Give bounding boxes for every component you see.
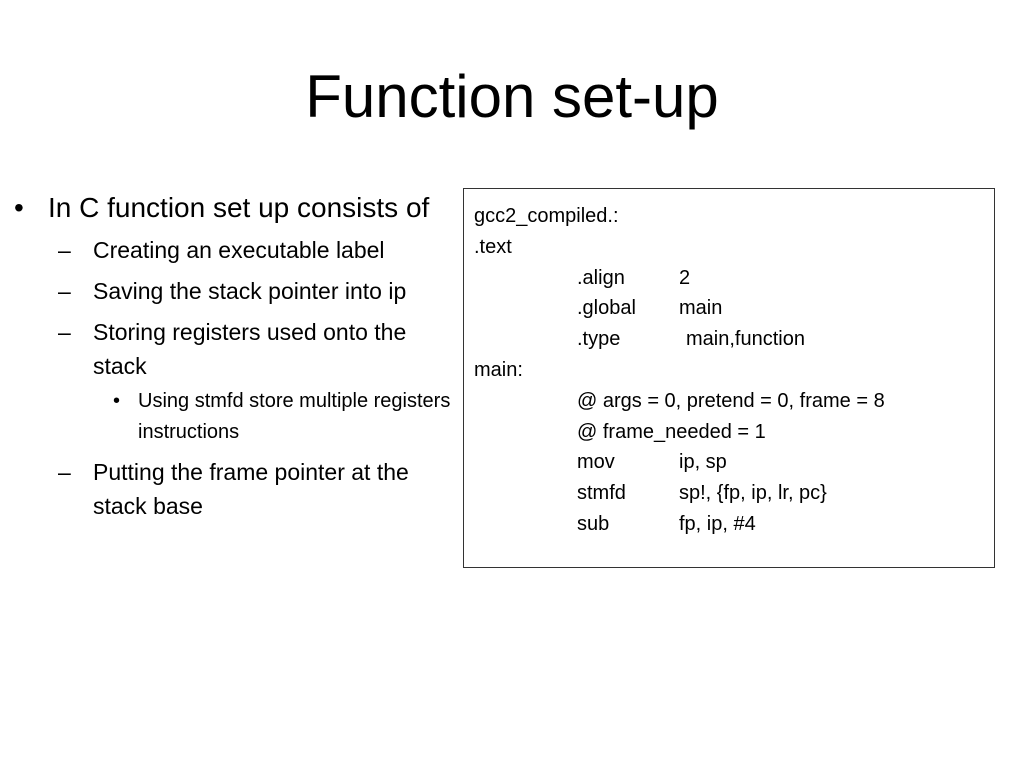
code-line: .text (474, 232, 994, 263)
code-line: mov ip, sp (474, 447, 994, 478)
sub-bullet-label: – Creating an executable label (14, 233, 454, 267)
code-line: .align 2 (474, 263, 994, 294)
bullet-marker: • (14, 192, 24, 223)
slide-title: Function set-up (305, 63, 719, 130)
code-line: sub fp, ip, #4 (474, 509, 994, 540)
code-line: main: (474, 355, 994, 386)
code-line: .type main,function (474, 324, 994, 355)
bullet-list: • In C function set up consists of – Cre… (14, 188, 454, 530)
sub-bullet-registers: – Storing registers used onto the stack (14, 315, 454, 383)
code-argument: ip, sp (679, 451, 727, 474)
code-directive: .type (577, 328, 621, 351)
bullet-main-text: In C function set up consists of (48, 192, 430, 223)
sub-bullet-text: Saving the stack pointer into ip (93, 278, 407, 304)
bullet-main: • In C function set up consists of (14, 188, 454, 227)
dash-marker: – (58, 278, 71, 304)
code-line: gcc2_compiled.: (474, 201, 994, 232)
small-bullet-marker: • (113, 390, 121, 412)
dash-marker: – (58, 459, 71, 485)
code-label: main: (474, 358, 523, 381)
sub-sub-bullet-text: Using stmfd store multiple registers ins… (138, 390, 451, 443)
sub-bullet-ip: – Saving the stack pointer into ip (14, 274, 454, 308)
code-argument: main (679, 297, 723, 320)
code-directive: .align (577, 266, 625, 289)
code-line: .global main (474, 293, 994, 324)
code-label: gcc2_compiled.: (474, 205, 619, 227)
sub-bullet-text: Putting the frame pointer at the stack b… (93, 459, 409, 519)
code-argument: main,function (686, 328, 805, 351)
code-label: .text (474, 235, 512, 258)
code-comment: @ frame_needed = 1 (577, 420, 766, 443)
code-instruction: sub (577, 512, 610, 535)
sub-bullet-text: Creating an executable label (93, 237, 385, 263)
code-box: gcc2_compiled.: .text .align 2 .global m… (463, 188, 995, 568)
sub-bullet-text: Storing registers used onto the stack (93, 319, 407, 379)
sub-sub-bullet-stmfd: • Using stmfd store multiple registers i… (14, 386, 454, 448)
code-argument: 2 (679, 266, 691, 289)
code-instruction: mov (577, 451, 615, 474)
code-argument: sp!, {fp, ip, lr, pc} (679, 482, 827, 505)
code-argument: fp, ip, #4 (679, 512, 756, 535)
sub-bullet-frame-pointer: – Putting the frame pointer at the stack… (14, 455, 454, 523)
code-comment: @ args = 0, pretend = 0, frame = 8 (577, 389, 885, 412)
dash-marker: – (58, 237, 71, 263)
code-line: stmfd sp!, {fp, ip, lr, pc} (474, 478, 994, 509)
code-instruction: stmfd (577, 482, 626, 505)
code-line: @ args = 0, pretend = 0, frame = 8 (474, 386, 994, 417)
code-directive: .global (577, 297, 636, 320)
dash-marker: – (58, 319, 71, 345)
code-line: @ frame_needed = 1 (474, 417, 994, 448)
